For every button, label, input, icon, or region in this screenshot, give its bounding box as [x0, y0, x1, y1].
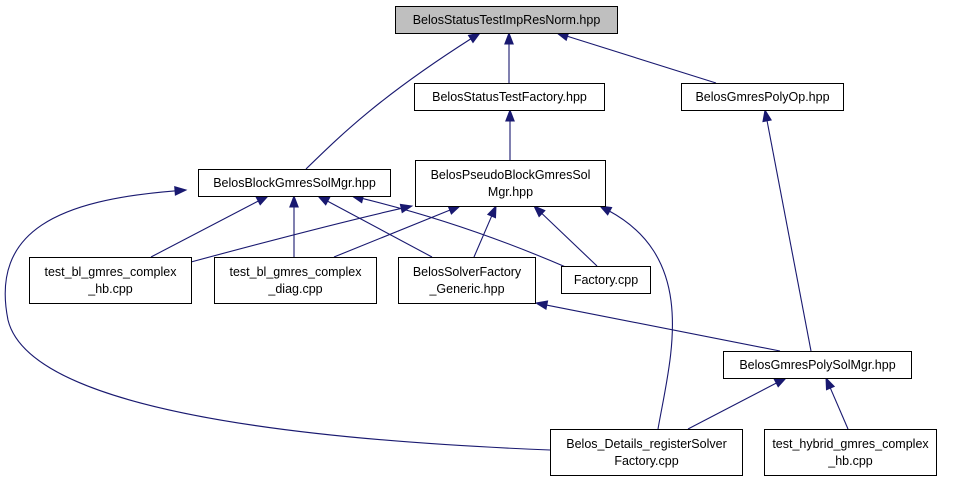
node-polysolmgr[interactable]: BelosGmresPolySolMgr.hpp — [723, 351, 912, 379]
edge-solverfactory-to-pseudoblock — [473, 204, 497, 258]
node-factory_hpp[interactable]: BelosStatusTestFactory.hpp — [414, 83, 605, 111]
edge-line — [150, 200, 260, 258]
node-label: BelosGmresPolyOp.hpp — [695, 90, 829, 104]
edge-line — [4, 190, 551, 451]
edge-solverfactory-to-blockgmres — [316, 195, 433, 258]
arrowhead-icon — [762, 108, 772, 123]
node-label: BelosBlockGmresSolMgr.hpp — [213, 176, 376, 190]
edge-pseudoblock-to-factory_hpp — [505, 108, 515, 160]
node-solverfactory[interactable]: BelosSolverFactory _Generic.hpp — [398, 257, 536, 304]
edge-line — [829, 386, 849, 430]
arrowhead-icon — [532, 205, 546, 218]
node-box — [414, 83, 605, 111]
edge-line — [766, 119, 812, 352]
node-box — [395, 6, 618, 34]
edge-line — [687, 382, 778, 430]
node-label: BelosGmresPolySolMgr.hpp — [739, 358, 895, 372]
node-label: Factory.cpp — [574, 273, 638, 287]
node-label: test_hybrid_gmres_complex — [772, 437, 929, 451]
node-label: _hb.cpp — [827, 454, 873, 468]
edge-polysolmgr-to-solverfactory — [534, 300, 781, 352]
node-blockgmres[interactable]: BelosBlockGmresSolMgr.hpp — [198, 169, 391, 197]
arrowhead-icon — [289, 194, 299, 208]
edge-test_hb-to-pseudoblock — [190, 203, 414, 263]
arrowhead-icon — [598, 205, 613, 216]
arrowhead-icon — [399, 203, 414, 214]
edges-layer — [4, 31, 849, 451]
edge-line — [305, 37, 472, 170]
node-label: _Generic.hpp — [428, 282, 504, 296]
node-label: BelosSolverFactory — [413, 265, 522, 279]
arrowhead-icon — [773, 377, 788, 388]
node-box — [723, 351, 912, 379]
node-label: test_bl_gmres_complex — [229, 265, 362, 279]
node-label: Factory.cpp — [614, 454, 678, 468]
edge-register-to-blockgmres — [4, 185, 551, 451]
edge-blockgmres-to-root — [305, 32, 482, 170]
arrowhead-icon — [504, 31, 514, 45]
edge-hybrid-to-polysolmgr — [825, 376, 849, 430]
edge-line — [326, 200, 433, 258]
node-box — [550, 429, 743, 476]
node-label: Belos_Details_registerSolver — [566, 437, 727, 451]
edge-factory_cpp-to-pseudoblock — [532, 205, 598, 267]
node-box — [681, 83, 844, 111]
node-label: BelosPseudoBlockGmresSol — [431, 168, 591, 182]
edge-test_diag-to-pseudoblock — [333, 205, 462, 258]
node-label: BelosStatusTestImpResNorm.hpp — [413, 13, 601, 27]
node-label: _diag.cpp — [267, 282, 322, 296]
node-label: _hb.cpp — [87, 282, 133, 296]
arrowhead-icon — [486, 204, 497, 219]
node-root: BelosStatusTestImpResNorm.hpp — [395, 6, 618, 34]
arrowhead-icon — [534, 300, 549, 311]
edge-polyop-to-root — [555, 31, 717, 84]
node-box — [214, 257, 377, 304]
node-box — [764, 429, 937, 476]
arrowhead-icon — [467, 32, 482, 44]
node-label: BelosStatusTestFactory.hpp — [432, 90, 587, 104]
arrowhead-icon — [255, 195, 270, 206]
edge-line — [361, 197, 569, 269]
edge-line — [473, 214, 493, 258]
edge-register-to-polysolmgr — [687, 377, 788, 430]
edge-line — [608, 210, 673, 430]
edge-line — [545, 304, 781, 352]
node-polyop[interactable]: BelosGmresPolyOp.hpp — [681, 83, 844, 111]
arrowhead-icon — [316, 195, 331, 206]
node-label: Mgr.hpp — [488, 185, 533, 199]
edge-test_diag-to-blockgmres — [289, 194, 299, 257]
edge-factory_hpp-to-root — [504, 31, 514, 83]
node-factory_cpp[interactable]: Factory.cpp — [561, 266, 651, 294]
node-box — [198, 169, 391, 197]
node-hybrid[interactable]: test_hybrid_gmres_complex _hb.cpp — [764, 429, 937, 476]
edge-line — [566, 35, 717, 84]
node-box — [561, 266, 651, 294]
node-box — [415, 160, 606, 207]
node-box — [29, 257, 192, 304]
edge-line — [190, 207, 403, 263]
node-label: test_bl_gmres_complex — [44, 265, 177, 279]
node-test_hb[interactable]: test_bl_gmres_complex _hb.cpp — [29, 257, 192, 304]
edge-polysolmgr-to-polyop — [762, 108, 812, 352]
arrowhead-icon — [174, 185, 188, 196]
nodes-layer: BelosStatusTestImpResNorm.hppBelosStatus… — [29, 6, 937, 476]
arrowhead-icon — [825, 376, 836, 391]
edge-line — [333, 209, 451, 258]
node-test_diag[interactable]: test_bl_gmres_complex _diag.cpp — [214, 257, 377, 304]
arrowhead-icon — [505, 108, 515, 122]
node-box — [398, 257, 536, 304]
arrowhead-icon — [447, 205, 462, 215]
edge-test_hb-to-blockgmres — [150, 195, 270, 258]
edge-line — [540, 212, 598, 267]
